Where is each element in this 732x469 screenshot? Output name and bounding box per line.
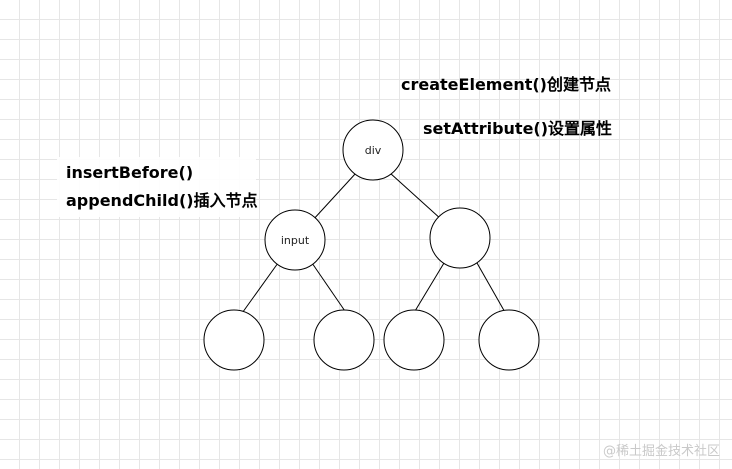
node-leaf-1 xyxy=(203,309,265,371)
node-div xyxy=(342,119,404,181)
node-input-label: input xyxy=(281,234,310,247)
edge-input-leaf2 xyxy=(311,262,348,315)
create-element-annotation: createElement()创建节点 xyxy=(401,75,611,94)
edge-div-input xyxy=(311,172,357,222)
edge-right-leaf3 xyxy=(411,262,445,317)
insert-methods-annotation-group: insertBefore() appendChild()插入节点 xyxy=(57,157,258,217)
insert-before-annotation: insertBefore() xyxy=(66,163,194,182)
node-leaf-4 xyxy=(478,309,540,371)
edge-input-leaf1 xyxy=(239,262,279,317)
node-right xyxy=(429,207,491,269)
node-input xyxy=(264,209,326,271)
edge-right-leaf4 xyxy=(476,262,507,315)
append-child-annotation: appendChild()插入节点 xyxy=(66,191,258,210)
edge-div-right xyxy=(389,172,443,221)
node-leaf-2 xyxy=(313,309,375,371)
set-attribute-annotation: setAttribute()设置属性 xyxy=(423,119,613,138)
watermark: @稀土掘金技术社区 xyxy=(602,444,720,459)
node-leaf-3 xyxy=(383,309,445,371)
node-div-label: div xyxy=(365,144,382,157)
